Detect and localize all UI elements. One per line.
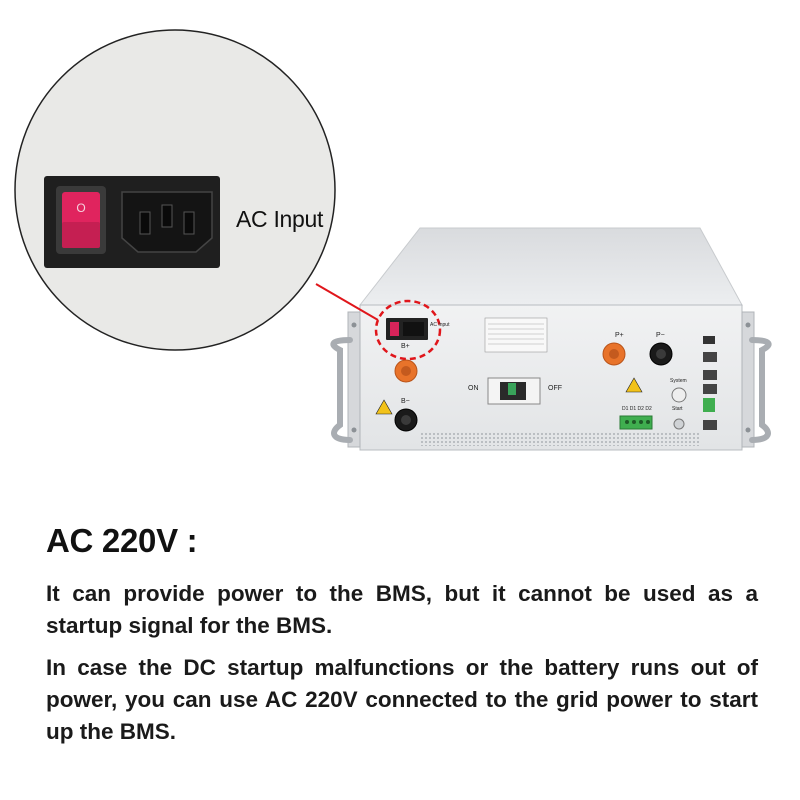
callout-leader-line (315, 283, 379, 321)
p-minus-connector (649, 342, 673, 366)
b-plus-label: B+ (401, 343, 410, 350)
system-label: System (670, 378, 687, 384)
b-minus-label: B− (401, 398, 410, 405)
spec-label (484, 317, 548, 353)
start-label: Start (672, 406, 683, 412)
dry-contact-terminal (619, 415, 653, 430)
off-label: OFF (548, 385, 562, 392)
vent-grille (420, 432, 700, 446)
p-plus-connector (602, 342, 626, 366)
b-minus-connector (394, 408, 418, 432)
right-handle (749, 337, 772, 443)
left-handle (330, 337, 353, 443)
warning-sticker (375, 399, 393, 415)
description-block: AC 220V : It can provide power to the BM… (46, 522, 758, 758)
on-label: ON (468, 385, 479, 392)
section-heading: AC 220V : (46, 522, 198, 559)
system-start-button (671, 387, 687, 403)
p-minus-label: P− (656, 332, 665, 339)
battery-unit (330, 227, 772, 451)
dry-contact-label: D1 D1 D2 D2 (622, 406, 652, 412)
paragraph-2: In case the DC startup malfunctions or t… (46, 655, 758, 744)
panel-ac-input-label: AC Input (430, 322, 450, 328)
product-illustration: O (14, 29, 772, 451)
unit-top-surface (358, 227, 743, 306)
zoom-callout: O (14, 29, 336, 351)
paragraph-1: It can provide power to the BMS, but it … (46, 581, 758, 638)
p-plus-label: P+ (615, 332, 624, 339)
ac-input-callout-label: AC Input (236, 206, 324, 232)
ac-socket-enlarged: O (44, 176, 220, 268)
breaker-switch (487, 377, 541, 405)
b-plus-connector (394, 359, 418, 383)
comm-ports (703, 336, 717, 430)
ac-input-highlight (374, 299, 442, 361)
svg-text:O: O (76, 201, 85, 215)
